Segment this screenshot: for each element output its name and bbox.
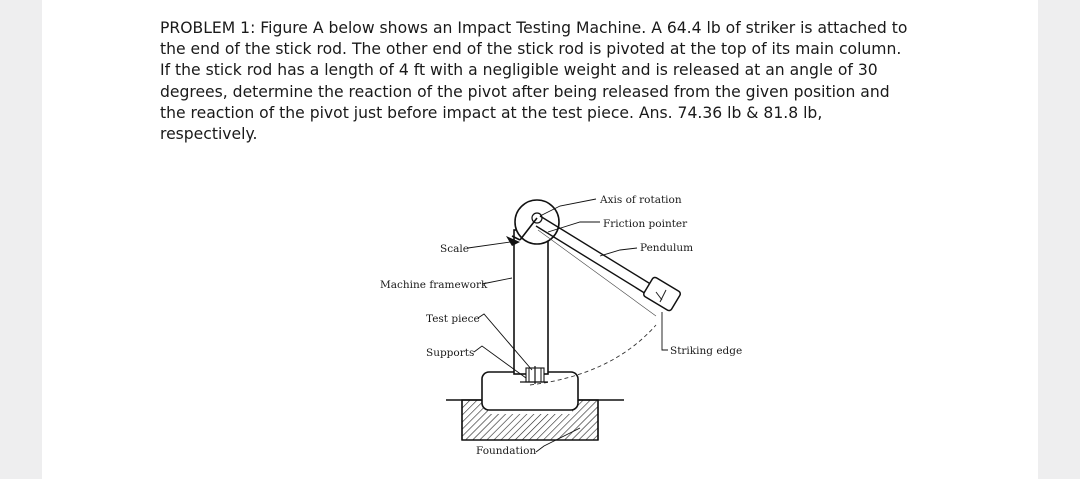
scale-marker-icon (506, 236, 520, 246)
friction-pointer-icon (511, 217, 538, 241)
leader-test-piece (477, 313, 533, 371)
leader-scale (467, 241, 511, 249)
label-pendulum: Pendulum (640, 242, 693, 254)
pendulum-striker (642, 276, 682, 312)
leader-axis-of-rotation (539, 198, 597, 217)
label-axis-of-rotation: Axis of rotation (599, 194, 682, 206)
label-striking-edge: Striking edge (670, 345, 742, 357)
leader-striking-edge (661, 312, 668, 351)
label-foundation: Foundation (476, 445, 536, 457)
problem-line: the reaction of the pivot just before im… (160, 103, 823, 122)
striker-mark-icon (655, 289, 667, 303)
label-supports: Supports (426, 347, 474, 359)
leader-machine-framework (481, 277, 513, 285)
leader-friction-pointer (547, 221, 600, 233)
label-scale: Scale (440, 243, 469, 255)
leader-supports (473, 345, 527, 379)
leader-foundation (535, 427, 581, 453)
label-test-piece: Test piece (426, 313, 480, 325)
main-column (513, 229, 549, 375)
problem-line: If the stick rod has a length of 4 ft wi… (160, 61, 878, 80)
scale-arc (529, 324, 657, 386)
problem-line: degrees, determine the reaction of the p… (160, 82, 890, 101)
leader-pendulum (599, 247, 638, 257)
problem-line: respectively. (160, 125, 258, 144)
test-piece-supports (520, 366, 548, 384)
label-machine-framework: Machine framework (380, 279, 488, 291)
problem-line: PROBLEM 1: Figure A below shows an Impac… (160, 19, 908, 37)
problem-statement: PROBLEM 1: Figure A below shows an Impac… (160, 18, 950, 145)
label-friction-pointer: Friction pointer (603, 218, 688, 230)
problem-line: the end of the stick rod. The other end … (160, 40, 902, 59)
